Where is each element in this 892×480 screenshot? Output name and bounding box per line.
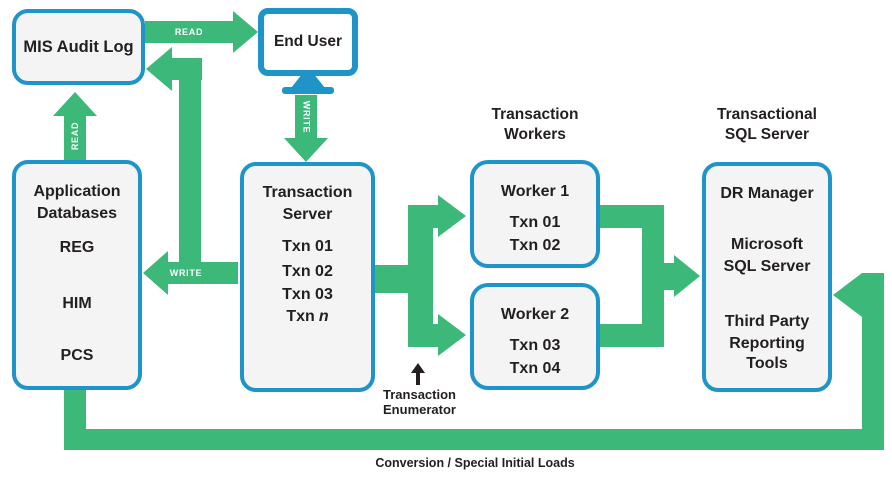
monitor-stand-neck [291, 76, 325, 88]
app-db-item-pcs: PCS [60, 347, 94, 364]
sql-item-sql-server: SQL Server [723, 258, 811, 275]
splitter-arm-top [408, 205, 438, 228]
worker1-title: Worker 1 [500, 183, 570, 200]
arrow-up-icon [53, 92, 97, 116]
arrow-label-read-top: READ [174, 27, 204, 37]
arrow-to-mis-trunk [179, 58, 201, 284]
txn-server-item-txn01: Txn 01 [282, 238, 333, 255]
arrow-right-icon [674, 255, 700, 297]
box-transaction-server: Transaction Server Txn 01 Txn 02 Txn 03 … [240, 162, 375, 392]
header-transaction-workers: Transaction Workers [491, 106, 579, 143]
merger-worker2-shaft [600, 324, 642, 347]
arrow-right-icon [438, 195, 466, 237]
txn-server-title-line2: Server [282, 206, 333, 223]
splitter-arm-bottom [408, 324, 438, 347]
arrow-right-icon [233, 11, 258, 53]
enumerator-arrow-stem [416, 372, 420, 385]
label-conversion-special-initial-loads: Conversion / Special Initial Loads [375, 456, 575, 470]
sql-item-reporting: Reporting [729, 335, 805, 352]
box-transactional-sql-server: DR Manager Microsoft SQL Server Third Pa… [702, 162, 832, 392]
box-worker-2: Worker 2 Txn 03 Txn 04 [470, 283, 600, 390]
arrow-label-write-down: WRITE [301, 100, 311, 134]
arrow-down-icon [284, 138, 328, 162]
txn-n-variable: n [318, 308, 329, 325]
arrow-write-to-appdb-shaft [168, 262, 238, 284]
txn-server-title-line1: Transaction [262, 184, 353, 201]
loop-bottom-horizontal [64, 429, 884, 450]
arrow-label-read-up: READ [70, 121, 80, 151]
app-db-item-him: HIM [62, 295, 92, 312]
worker2-item-txn03: Txn 03 [509, 337, 561, 354]
txn-server-item-txn02: Txn 02 [282, 263, 333, 280]
merger-worker1-shaft [600, 205, 642, 228]
app-db-title-line1: Application [33, 183, 121, 200]
merger-arm [664, 263, 674, 290]
box-application-databases: Application Databases REG HIM PCS [12, 160, 142, 390]
worker2-title: Worker 2 [500, 306, 570, 323]
end-user-label: End User [273, 33, 343, 50]
arrow-right-icon [438, 314, 466, 356]
arrow-label-write-left: WRITE [169, 268, 203, 278]
arrow-left-icon [146, 47, 172, 91]
box-worker-1: Worker 1 Txn 01 Txn 02 [470, 160, 600, 268]
header-transactional-sql-server: Transactional SQL Server [717, 106, 817, 143]
worker1-item-txn02: Txn 02 [509, 237, 561, 254]
merger-vertical [642, 205, 664, 347]
sql-item-dr-manager: DR Manager [720, 185, 814, 202]
sql-item-microsoft: Microsoft [731, 236, 803, 253]
arrow-read-up-shaft [64, 115, 86, 160]
app-db-title-line2: Databases [36, 205, 118, 222]
arrow-write-down-shaft [295, 95, 317, 138]
app-db-item-reg: REG [59, 239, 95, 256]
label-transaction-enumerator: Transaction Enumerator [383, 387, 456, 417]
end-user-monitor-icon: End User [258, 8, 358, 76]
mis-audit-log-label: MIS Audit Log [23, 37, 134, 56]
loop-right-vertical [862, 273, 884, 450]
monitor-stand-base [282, 87, 334, 94]
splitter-vertical [408, 205, 433, 347]
worker2-item-txn04: Txn 04 [509, 360, 561, 377]
sql-item-third-party: Third Party [724, 313, 810, 330]
enumerator-arrow-up-icon [411, 363, 425, 373]
arrow-left-icon [143, 251, 168, 295]
box-mis-audit-log: MIS Audit Log [12, 9, 145, 85]
arrow-read-mis-to-enduser-shaft [145, 21, 233, 43]
sql-item-tools: Tools [746, 355, 788, 372]
arrow-left-icon [833, 273, 862, 317]
worker1-item-txn01: Txn 01 [509, 214, 561, 231]
txn-server-item-txn03: Txn 03 [282, 286, 333, 303]
